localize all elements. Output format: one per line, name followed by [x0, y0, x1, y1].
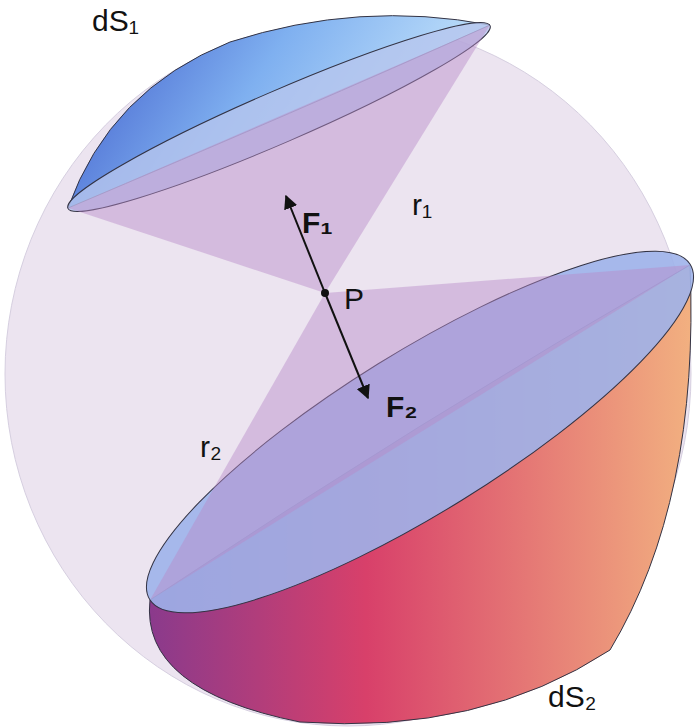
radius-label: r₂ — [200, 432, 222, 462]
point-p — [321, 289, 329, 297]
bottom-cone — [150, 265, 690, 600]
force-label: F₁ — [302, 208, 333, 238]
radius-label: r₁ — [412, 190, 432, 220]
cap-label: dS₂ — [548, 682, 596, 712]
cap-label: dS₁ — [92, 6, 139, 36]
force-label: F₂ — [386, 392, 418, 422]
point-label: P — [344, 284, 364, 314]
top-cone — [68, 25, 490, 293]
bottom-cap-rim — [108, 196, 697, 667]
